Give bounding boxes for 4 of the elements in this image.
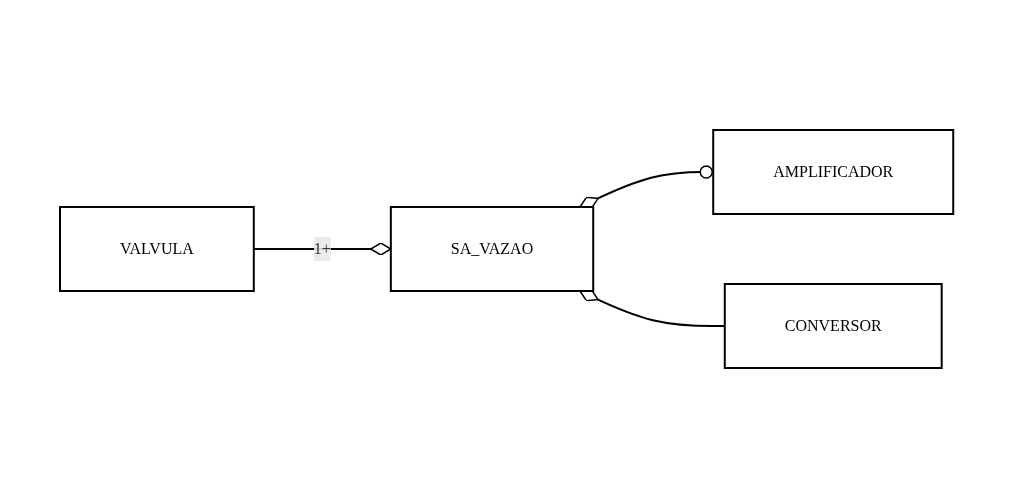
class-box: CONVERSOR [724, 282, 944, 369]
class-box: SA_VAZAO [390, 205, 595, 292]
class-box: VALVULA [59, 205, 256, 292]
class-box: AMPLIFICADOR [712, 128, 955, 215]
